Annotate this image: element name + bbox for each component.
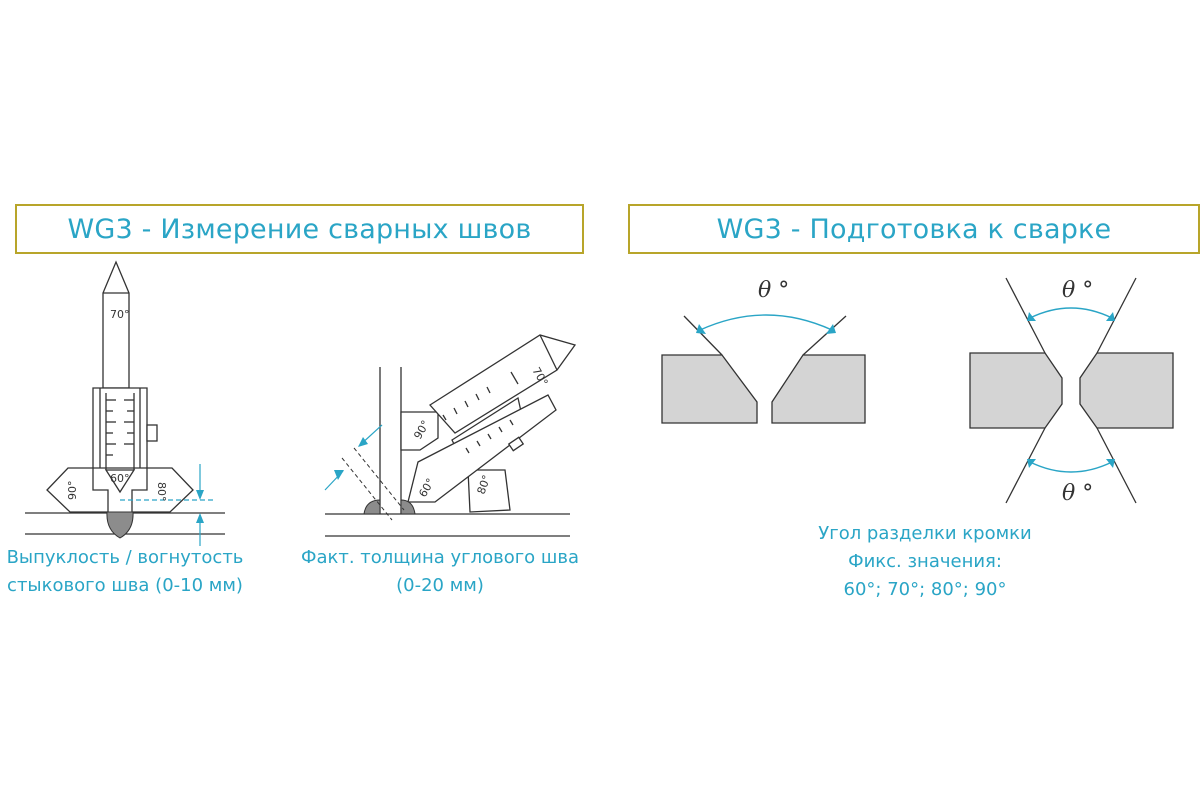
fillet-weld-gauge-diagram: 70° 90° 60° 80° [324,334,577,537]
bevel-caption-line2: Фикс. значения: [848,551,1002,572]
butt-weld-gauge-diagram: 70° 60° 90° 80° [25,260,225,546]
bevel-caption-line3: 60°; 70°; 80°; 90° [843,579,1007,600]
butt-weld-caption-line2: стыкового шва (0-10 мм) [7,575,243,596]
fillet-weld-caption-line2: (0-20 мм) [396,575,484,596]
gauge-60-label: 60° [110,472,130,485]
fillet-weld-caption: Факт. толщина углового шва (0-20 мм) [290,544,590,600]
butt-weld-caption-line1: Выпуклость / вогнутость [6,547,244,568]
fillet-gauge-80-label: 80° [475,473,494,496]
x-groove-top-angle-label: θ ° [1062,278,1093,303]
fillet-weld-caption-line1: Факт. толщина углового шва [300,547,580,568]
title-weld-preparation: WG3 - Подготовка к сварке [628,204,1200,254]
x-groove-bottom-angle-label: θ ° [1062,481,1093,506]
butt-weld-caption: Выпуклость / вогнутость стыкового шва (0… [0,544,250,600]
bevel-caption: Угол разделки кромки Фикс. значения: 60°… [780,520,1070,604]
v-groove-diagram: θ ° [661,278,866,424]
gauge-70-label: 70° [110,308,130,321]
bevel-caption-line1: Угол разделки кромки [818,523,1032,544]
gauge-90-label: 90° [66,481,79,501]
v-groove-angle-label: θ ° [758,278,789,303]
title-weld-measurement: WG3 - Измерение сварных швов [15,204,584,254]
x-groove-diagram: θ ° θ ° [969,277,1174,506]
gauge-80-label: 80° [155,482,168,502]
title-weld-measurement-text: WG3 - Измерение сварных швов [67,213,532,245]
title-weld-preparation-text: WG3 - Подготовка к сварке [716,213,1112,245]
